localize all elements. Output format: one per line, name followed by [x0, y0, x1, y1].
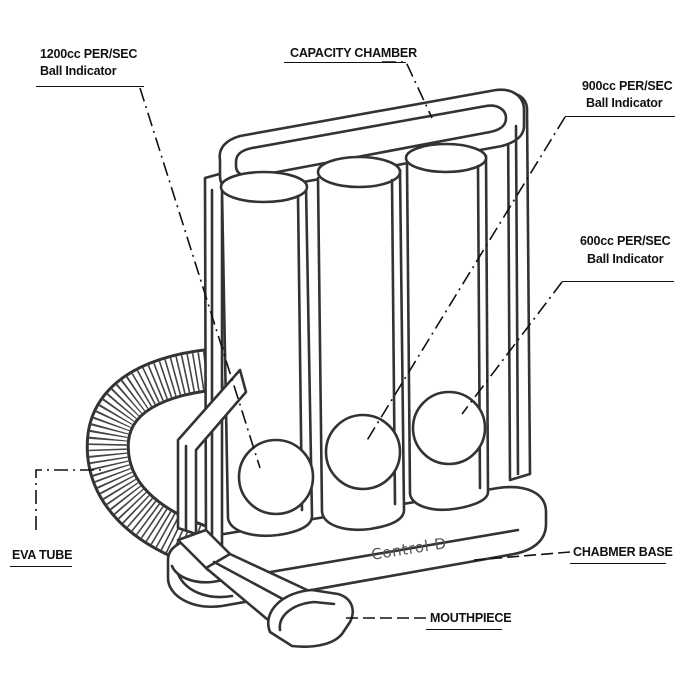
label-ball-1200-underline — [36, 86, 144, 87]
label-chamber-base-underline — [570, 563, 666, 564]
label-ball-900-line1: 900cc PER/SEC — [582, 79, 673, 93]
mouthpiece-drawing — [176, 528, 354, 648]
label-eva-tube: EVA TUBE — [12, 548, 73, 562]
label-ball-1200-line1: 1200cc PER/SEC — [40, 47, 138, 61]
label-mouthpiece: MOUTHPIECE — [430, 611, 512, 625]
ball-600-drawing — [411, 390, 487, 466]
label-eva-tube-underline — [10, 566, 72, 567]
label-ball-600-line1: 600cc PER/SEC — [580, 234, 671, 248]
label-mouthpiece-underline — [426, 629, 502, 630]
ball-900-drawing — [324, 413, 402, 491]
label-chamber-base: CHABMER BASE — [573, 545, 673, 559]
label-capacity-chamber: CAPACITY CHAMBER — [290, 46, 417, 60]
label-capacity-chamber-underline — [284, 62, 406, 63]
leader-eva — [35, 469, 104, 530]
leader-600 — [461, 281, 563, 415]
label-ball-600-line2: Ball Indicator — [587, 252, 664, 266]
label-ball-900-underline — [565, 116, 675, 117]
leader-1200 — [139, 87, 261, 469]
eva-tube-drawing — [85, 346, 260, 567]
ball-1200-drawing — [237, 438, 315, 516]
label-ball-1200-line2: Ball Indicator — [40, 64, 117, 78]
label-ball-600-underline — [562, 281, 674, 282]
leader-900 — [365, 116, 566, 443]
label-ball-900-line2: Ball Indicator — [586, 96, 663, 110]
